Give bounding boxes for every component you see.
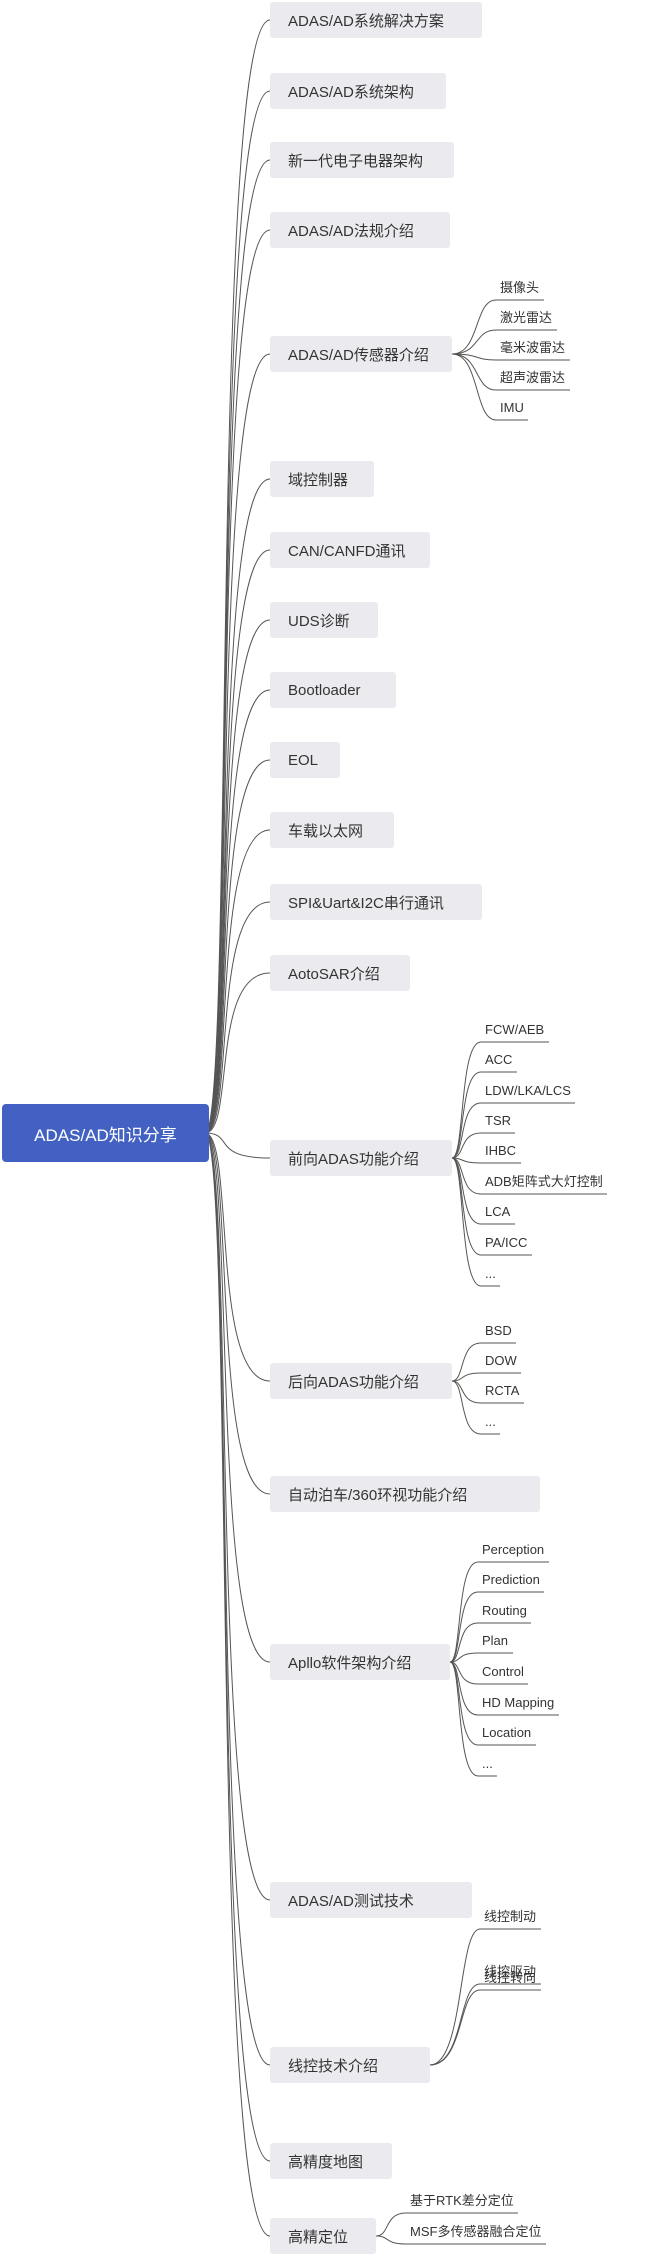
subtopic-leaf[interactable]: 线控驱动 — [484, 1964, 537, 1979]
topic-label: EOL — [288, 751, 319, 769]
topic-node[interactable]: ADAS/AD系统架构 — [270, 73, 446, 109]
topic-label: ADAS/AD测试技术 — [288, 1892, 414, 1910]
topic-node[interactable]: 域控制器 — [270, 461, 374, 497]
topic-node[interactable]: EOL — [270, 742, 340, 778]
topic-label: CAN/CANFD通讯 — [288, 542, 406, 560]
subtopic-leaf[interactable]: PA/ICC — [485, 1235, 528, 1250]
topic-node[interactable]: 高精度地图 — [270, 2143, 392, 2179]
topic-node[interactable]: 前向ADAS功能介绍 — [270, 1140, 452, 1176]
subtopic-leaf[interactable]: Plan — [482, 1633, 509, 1648]
topic-label: SPI&Uart&I2C串行通讯 — [288, 894, 444, 912]
subtopic-leaf[interactable]: 线控制动 — [484, 1909, 537, 1924]
subtopic-leaf[interactable]: BSD — [485, 1323, 512, 1338]
topic-node[interactable]: ADAS/AD测试技术 — [270, 1882, 472, 1918]
topic-node[interactable]: Apllo软件架构介绍 — [270, 1644, 450, 1680]
subtopic-leaf[interactable]: Location — [482, 1725, 532, 1740]
topic-label: ADAS/AD系统架构 — [288, 83, 414, 101]
topic-node[interactable]: AotoSAR介绍 — [270, 955, 410, 991]
topic-node[interactable]: 线控技术介绍 — [270, 2047, 430, 2083]
subtopic-leaf[interactable]: IMU — [500, 400, 524, 415]
topic-label: 新一代电子电器架构 — [288, 152, 424, 170]
topic-node[interactable]: SPI&Uart&I2C串行通讯 — [270, 884, 482, 920]
topic-node[interactable]: ADAS/AD法规介绍 — [270, 212, 450, 248]
topic-node[interactable]: ADAS/AD系统解决方案 — [270, 2, 482, 38]
topic-node[interactable]: 后向ADAS功能介绍 — [270, 1363, 452, 1399]
topic-node[interactable]: 车载以太网 — [270, 812, 394, 848]
subtopic-leaf[interactable]: Control — [482, 1664, 524, 1679]
topic-label: 高精定位 — [288, 2228, 349, 2246]
subtopic-leaf[interactable]: 超声波雷达 — [500, 370, 566, 385]
topic-label: 域控制器 — [288, 471, 349, 489]
topic-node[interactable]: 高精定位 — [270, 2218, 376, 2254]
subtopic-leaf[interactable]: FCW/AEB — [485, 1022, 545, 1037]
subtopic-leaf[interactable]: ... — [485, 1414, 496, 1429]
topic-label: 后向ADAS功能介绍 — [288, 1373, 419, 1391]
topic-label: 前向ADAS功能介绍 — [288, 1150, 419, 1168]
subtopic-leaf[interactable]: LCA — [485, 1204, 511, 1219]
topic-label: Bootloader — [288, 681, 361, 699]
topic-label: 自动泊车/360环视功能介绍 — [288, 1486, 468, 1504]
topic-node[interactable]: Bootloader — [270, 672, 396, 708]
topic-label: ADAS/AD法规介绍 — [288, 222, 414, 240]
topic-node[interactable]: UDS诊断 — [270, 602, 378, 638]
subtopic-leaf[interactable]: 激光雷达 — [500, 310, 553, 325]
topic-label: ADAS/AD传感器介绍 — [288, 346, 429, 364]
subtopic-leaf[interactable]: 摄像头 — [500, 280, 540, 295]
subtopic-leaf[interactable]: DOW — [485, 1353, 517, 1368]
subtopic-leaf[interactable]: TSR — [485, 1113, 511, 1128]
subtopic-leaf[interactable]: Perception — [482, 1542, 545, 1557]
subtopic-leaf[interactable]: 毫米波雷达 — [500, 340, 566, 355]
topic-label: ADAS/AD系统解决方案 — [288, 12, 444, 30]
subtopic-leaf[interactable]: 线控转向 — [484, 1970, 537, 1985]
subtopic-leaf[interactable]: Routing — [482, 1603, 527, 1618]
subtopic-leaf[interactable]: HD Mapping — [482, 1695, 555, 1710]
subtopic-leaf[interactable]: ... — [485, 1266, 496, 1281]
topic-node[interactable]: CAN/CANFD通讯 — [270, 532, 430, 568]
subtopic-leaf[interactable]: 基于RTK差分定位 — [410, 2193, 514, 2208]
topic-node[interactable]: 新一代电子电器架构 — [270, 142, 454, 178]
topic-label: 高精度地图 — [288, 2153, 364, 2171]
topic-label: AotoSAR介绍 — [288, 965, 380, 983]
subtopic-leaf[interactable]: Prediction — [482, 1572, 540, 1587]
subtopic-leaf[interactable]: ... — [482, 1756, 493, 1771]
topic-label: UDS诊断 — [288, 612, 350, 630]
topic-node[interactable]: 自动泊车/360环视功能介绍 — [270, 1476, 540, 1512]
subtopic-leaf[interactable]: ACC — [485, 1052, 513, 1067]
topic-label: Apllo软件架构介绍 — [288, 1654, 412, 1672]
topic-label: 线控技术介绍 — [288, 2057, 379, 2075]
root-node[interactable]: ADAS/AD知识分享 — [2, 1104, 209, 1162]
subtopic-leaf[interactable]: RCTA — [485, 1383, 520, 1398]
topic-node[interactable]: ADAS/AD传感器介绍 — [270, 336, 452, 372]
subtopic-leaf[interactable]: LDW/LKA/LCS — [485, 1083, 571, 1098]
subtopic-leaf[interactable]: IHBC — [485, 1143, 517, 1158]
topic-label: 车载以太网 — [288, 822, 364, 840]
subtopic-leaf[interactable]: MSF多传感器融合定位 — [410, 2224, 542, 2239]
subtopic-leaf[interactable]: ADB矩阵式大灯控制 — [485, 1174, 603, 1189]
